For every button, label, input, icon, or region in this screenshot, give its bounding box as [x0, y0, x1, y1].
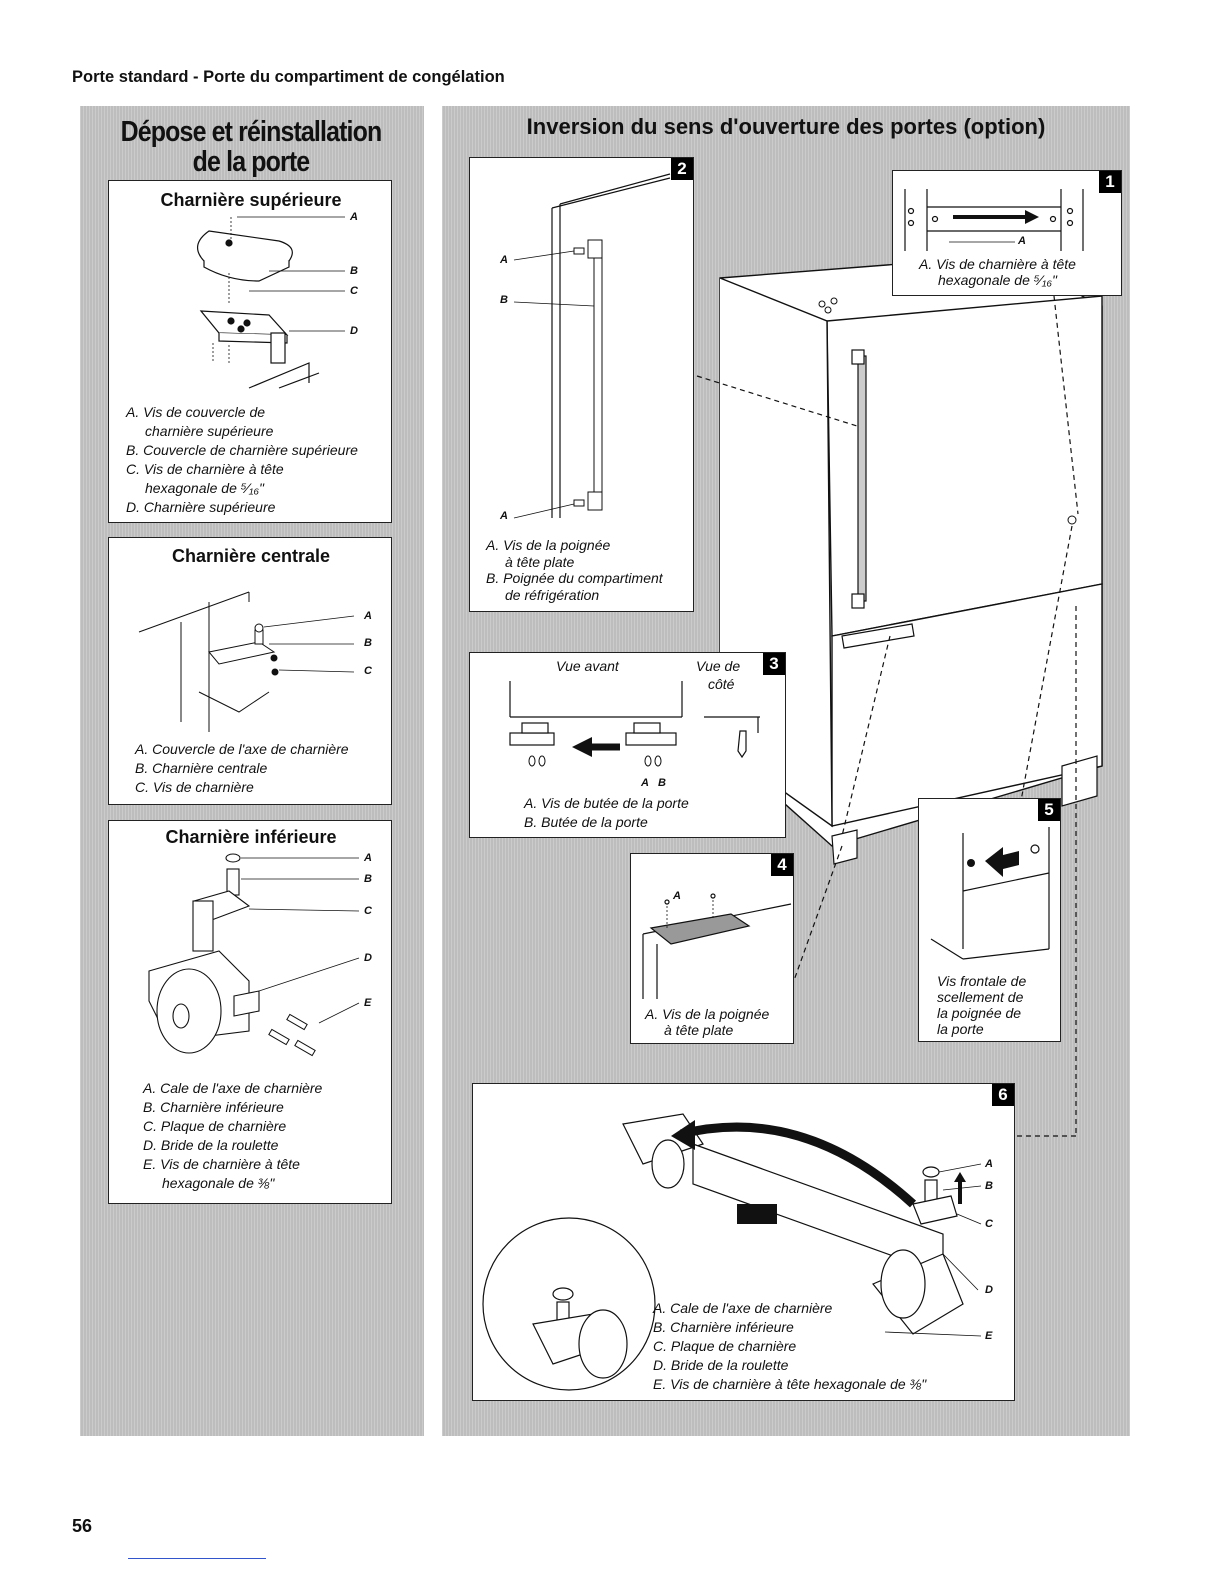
- step3-side-view-label-2: côté: [708, 676, 735, 692]
- step6-letter-b: B: [985, 1180, 993, 1192]
- center-hinge-caption: A. Couvercle de l'axe de charnière B. Ch…: [135, 741, 349, 795]
- bottom-hinge-letter-e: E: [364, 997, 372, 1009]
- step1-box: A 1 A. Vis de charnière à tête hexagonal…: [892, 170, 1122, 296]
- left-panel-title-2: de la porte: [192, 146, 311, 178]
- step1-illustration: [904, 189, 1084, 251]
- step3-illustration: [509, 681, 760, 767]
- step2-number-badge: 2: [671, 158, 693, 180]
- step3-number-badge: 3: [763, 653, 785, 675]
- center-hinge-letter-b: B: [364, 637, 372, 649]
- step6-caption: A. Cale de l'axe de charnière B. Charniè…: [653, 1300, 927, 1392]
- left-panel-title-1: Dépose et réinstallation: [120, 116, 383, 148]
- step2-box: 2 A B A A. Vis de la poignée à tête plat…: [469, 157, 694, 612]
- bottom-hinge-letter-b: B: [364, 873, 372, 885]
- top-hinge-box: Charnière supérieure A B C D A: [108, 180, 392, 523]
- top-hinge-caption: A. Vis de couvercle de charnière supérie…: [126, 404, 358, 515]
- step5-number-badge: 5: [1038, 799, 1060, 821]
- footer-divider: [128, 1558, 266, 1559]
- center-hinge-box: Charnière centrale A B C A. Couvercle de…: [108, 537, 392, 805]
- page-header: Porte standard - Porte du compartiment d…: [72, 68, 505, 86]
- center-hinge-illustration: [138, 591, 355, 732]
- center-hinge-title: Charnière centrale: [171, 546, 331, 566]
- right-panel-title: Inversion du sens d'ouverture des portes…: [526, 114, 1046, 139]
- top-hinge-letter-a: A: [350, 211, 358, 223]
- step4-illustration: [642, 893, 792, 999]
- step6-box: 6 A B C D E: [472, 1083, 1015, 1401]
- step1-letter-a: A: [1018, 235, 1026, 247]
- top-hinge-letter-b: B: [350, 265, 358, 277]
- bottom-hinge-letter-d: D: [364, 952, 372, 964]
- step4-number-badge: 4: [771, 854, 793, 876]
- step6-letter-c: C: [985, 1218, 993, 1230]
- step6-letter-d: D: [985, 1284, 993, 1296]
- step6-letter-a: A: [985, 1158, 993, 1170]
- bottom-hinge-caption: A. Cale de l'axe de charnière B. Charniè…: [143, 1080, 323, 1191]
- step5-illustration: [930, 827, 1050, 960]
- step5-box: 5 Vis frontale de scellement de la poign…: [918, 798, 1061, 1042]
- bottom-hinge-illustration: [148, 853, 360, 1057]
- step5-caption: Vis frontale de scellement de la poignée…: [937, 973, 1027, 1037]
- center-hinge-letter-a: A: [364, 610, 372, 622]
- top-hinge-title: Charnière supérieure: [160, 190, 342, 210]
- step4-letter-a: A: [673, 890, 681, 902]
- step2-letter-b: B: [500, 294, 508, 306]
- step4-caption: A. Vis de la poignée à tête plate: [645, 1006, 770, 1038]
- top-hinge-letter-d: D: [350, 325, 358, 337]
- step3-side-view-label-1: Vue de: [696, 658, 741, 674]
- step2-caption: A. Vis de la poignée à tête plate B. Poi…: [486, 537, 663, 603]
- bottom-hinge-box: Charnière inférieure A B C D E A. C: [108, 820, 392, 1204]
- step3-caption: A. Vis de butée de la porte B. Butée de …: [524, 795, 689, 830]
- step2-letter-a-bottom: A: [500, 510, 508, 522]
- step6-letter-e: E: [985, 1330, 993, 1342]
- step2-letter-a-top: A: [500, 254, 508, 266]
- center-hinge-letter-c: C: [364, 665, 372, 677]
- page-number: 56: [72, 1516, 93, 1536]
- step1-number-badge: 1: [1099, 171, 1121, 193]
- step3-letter-a: A: [641, 777, 649, 789]
- step1-caption: A. Vis de charnière à tête hexagonale de…: [919, 256, 1076, 288]
- step3-box: Vue avant Vue de côté 3 A B A. Vis de bu…: [469, 652, 786, 838]
- top-hinge-letter-c: C: [350, 285, 358, 297]
- top-hinge-illustration: [197, 216, 345, 389]
- step3-letter-b: B: [658, 777, 666, 789]
- step4-box: 4 A A. Vis de la poignée à tête plate: [630, 853, 794, 1044]
- bottom-hinge-letter-c: C: [364, 905, 372, 917]
- bottom-hinge-title: Charnière inférieure: [165, 827, 337, 847]
- step6-illustration: [482, 1113, 982, 1391]
- refrigerator-illustration: [696, 255, 1103, 1137]
- bottom-hinge-letter-a: A: [364, 852, 372, 864]
- step2-illustration: [513, 173, 671, 519]
- step3-front-view-label: Vue avant: [556, 658, 619, 674]
- step6-number-badge: 6: [992, 1084, 1014, 1106]
